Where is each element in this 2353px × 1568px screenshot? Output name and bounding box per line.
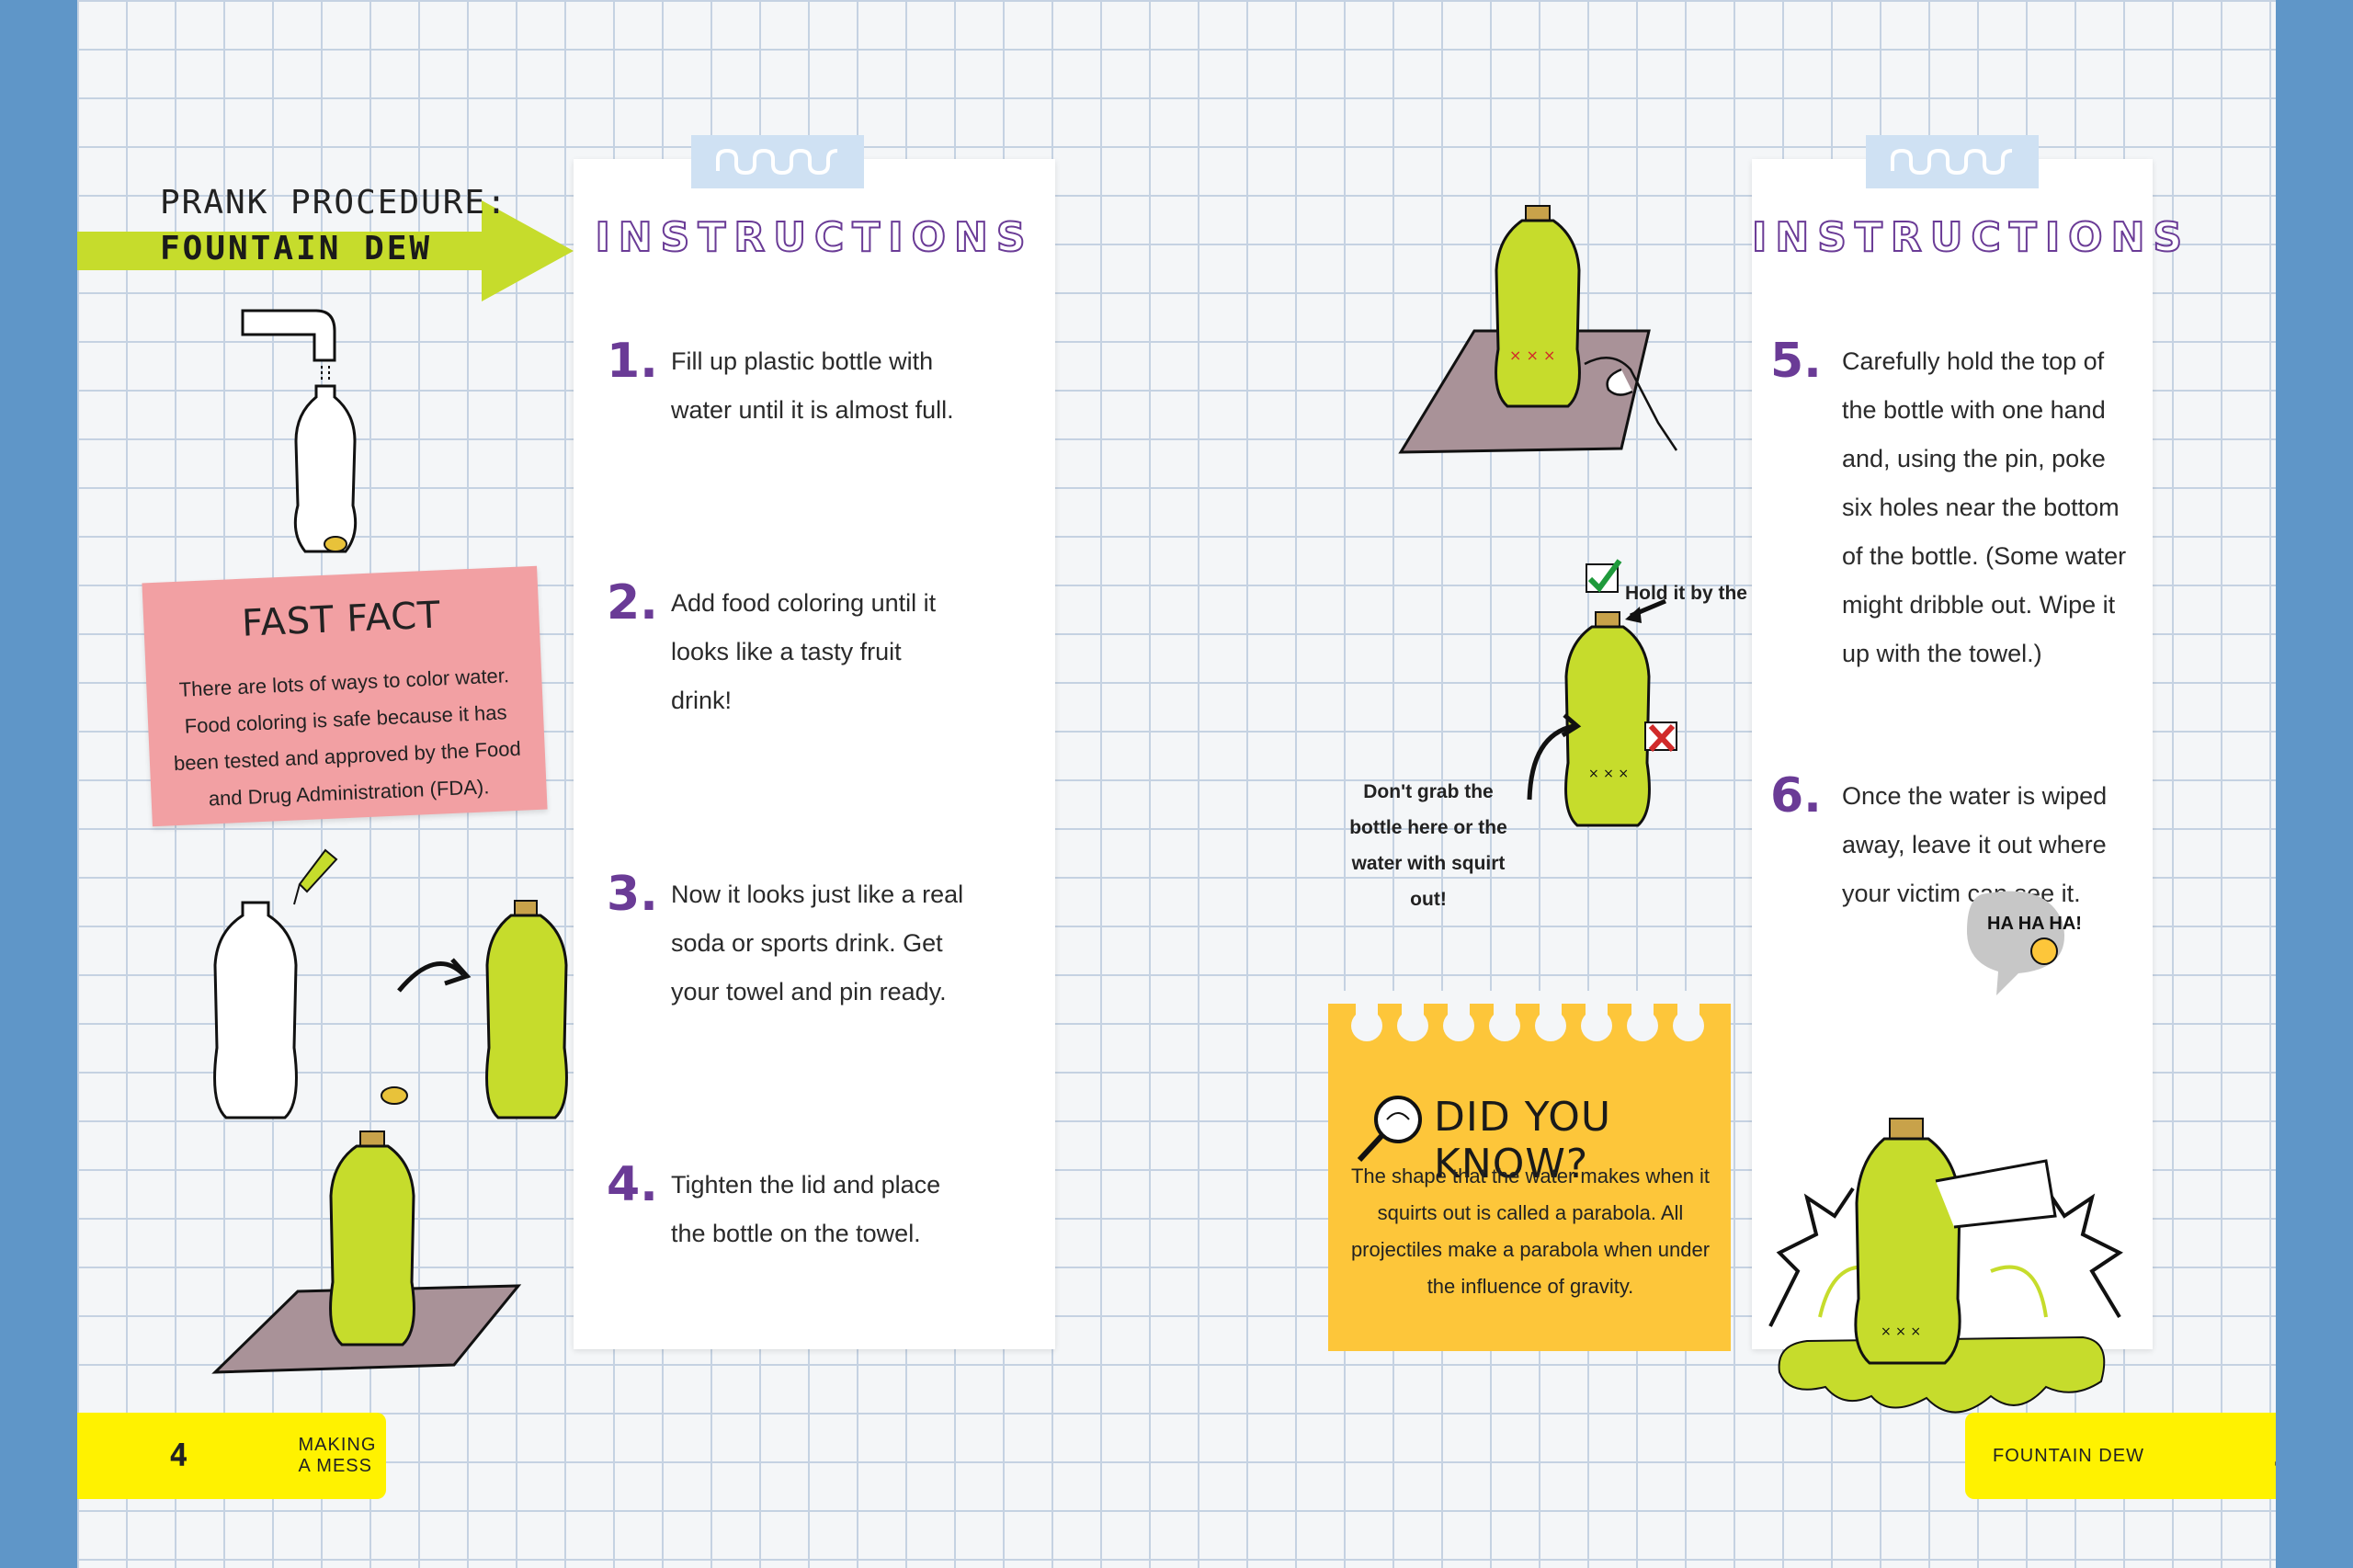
callout-dont-grab: Don't grab the bottle here or the water … <box>1349 781 1507 910</box>
step-text: Once the water is wiped away, leave it o… <box>1842 782 2108 907</box>
svg-text:× × ×: × × × <box>1881 1324 1921 1339</box>
step-text: Add food coloring until it looks like a … <box>671 589 937 714</box>
squiggle-icon <box>1891 148 2013 176</box>
instructions-title-left: INSTRUCTIONS <box>594 213 1034 262</box>
fast-fact-card: FAST FACT There are lots of ways to colo… <box>142 565 548 827</box>
section-label-left: MAKING A MESS <box>298 1435 377 1476</box>
callout-hold-cap: Hold it by the cap! <box>1624 583 1792 604</box>
magnifying-glass-icon <box>1357 1096 1422 1163</box>
page-number-right: 5 <box>2273 1437 2276 1474</box>
did-you-know-text: The shape that the water makes when it s… <box>1350 1165 1711 1298</box>
step-number: 6. <box>1770 768 1822 824</box>
did-you-know-title: DID YOU KNOW? <box>1434 1094 1612 1187</box>
page-number-left: 4 <box>169 1437 188 1474</box>
instructions-card-left: INSTRUCTIONS 1. Fill up plastic bottle w… <box>574 135 1055 1349</box>
footer-right: FOUNTAIN DEW 5 <box>1965 1413 2276 1499</box>
step-text: Fill up plastic bottle with water until … <box>671 347 954 424</box>
section-label-right: FOUNTAIN DEW <box>1993 1445 2144 1466</box>
book-spread: PRANK PROCEDURE: FOUNTAIN DEW FAST FACT … <box>77 0 2276 1568</box>
step-number: 5. <box>1770 334 1822 389</box>
squiggle-icon <box>716 148 838 176</box>
food-coloring-illustration <box>213 848 568 1119</box>
tape-strip <box>1866 135 2039 188</box>
tape-strip <box>691 135 864 188</box>
instructions-title-right: INSTRUCTIONS <box>1751 213 2191 262</box>
step-text: Carefully hold the top of the bottle wit… <box>1842 347 2127 667</box>
svg-text:× × ×: × × × <box>1588 767 1629 781</box>
hold-cap-illustration: × × × <box>1527 559 1677 827</box>
laughing-face-icon <box>2030 937 2058 965</box>
notepad-holes <box>1328 991 1731 1041</box>
did-you-know-card: DID YOU KNOW? The shape that the water m… <box>1328 991 1731 1351</box>
poke-holes-illustration: × × × <box>1398 205 1678 454</box>
bottle-cap-icon <box>324 536 347 552</box>
svg-text:× × ×: × × × <box>1509 347 1555 364</box>
procedure-arrow-banner <box>77 200 574 301</box>
procedure-name: FOUNTAIN DEW <box>160 230 433 267</box>
squirting-bottle-illustration: HA HA HA! × × × <box>1768 891 2123 1414</box>
step-text: Now it looks just like a real soda or sp… <box>671 881 964 1006</box>
bottle-on-towel-illustration <box>211 1131 522 1374</box>
step-number: 4. <box>607 1157 658 1212</box>
footer-left: 4 MAKING A MESS <box>77 1413 386 1499</box>
step-number: 1. <box>607 334 658 389</box>
step-number: 2. <box>607 575 658 631</box>
procedure-label: PRANK PROCEDURE: <box>160 184 508 222</box>
fast-fact-text: There are lots of ways to color water. F… <box>173 664 522 811</box>
faucet-bottle-illustration <box>241 309 358 553</box>
step-number: 3. <box>607 867 658 922</box>
speech-bubble-text: HA HA HA! <box>1987 914 2082 934</box>
step-text: Tighten the lid and place the bottle on … <box>671 1171 941 1247</box>
fast-fact-title: FAST FACT <box>241 594 442 645</box>
instructions-card-right: INSTRUCTIONS 5. Carefully hold the top o… <box>1751 135 2191 1414</box>
